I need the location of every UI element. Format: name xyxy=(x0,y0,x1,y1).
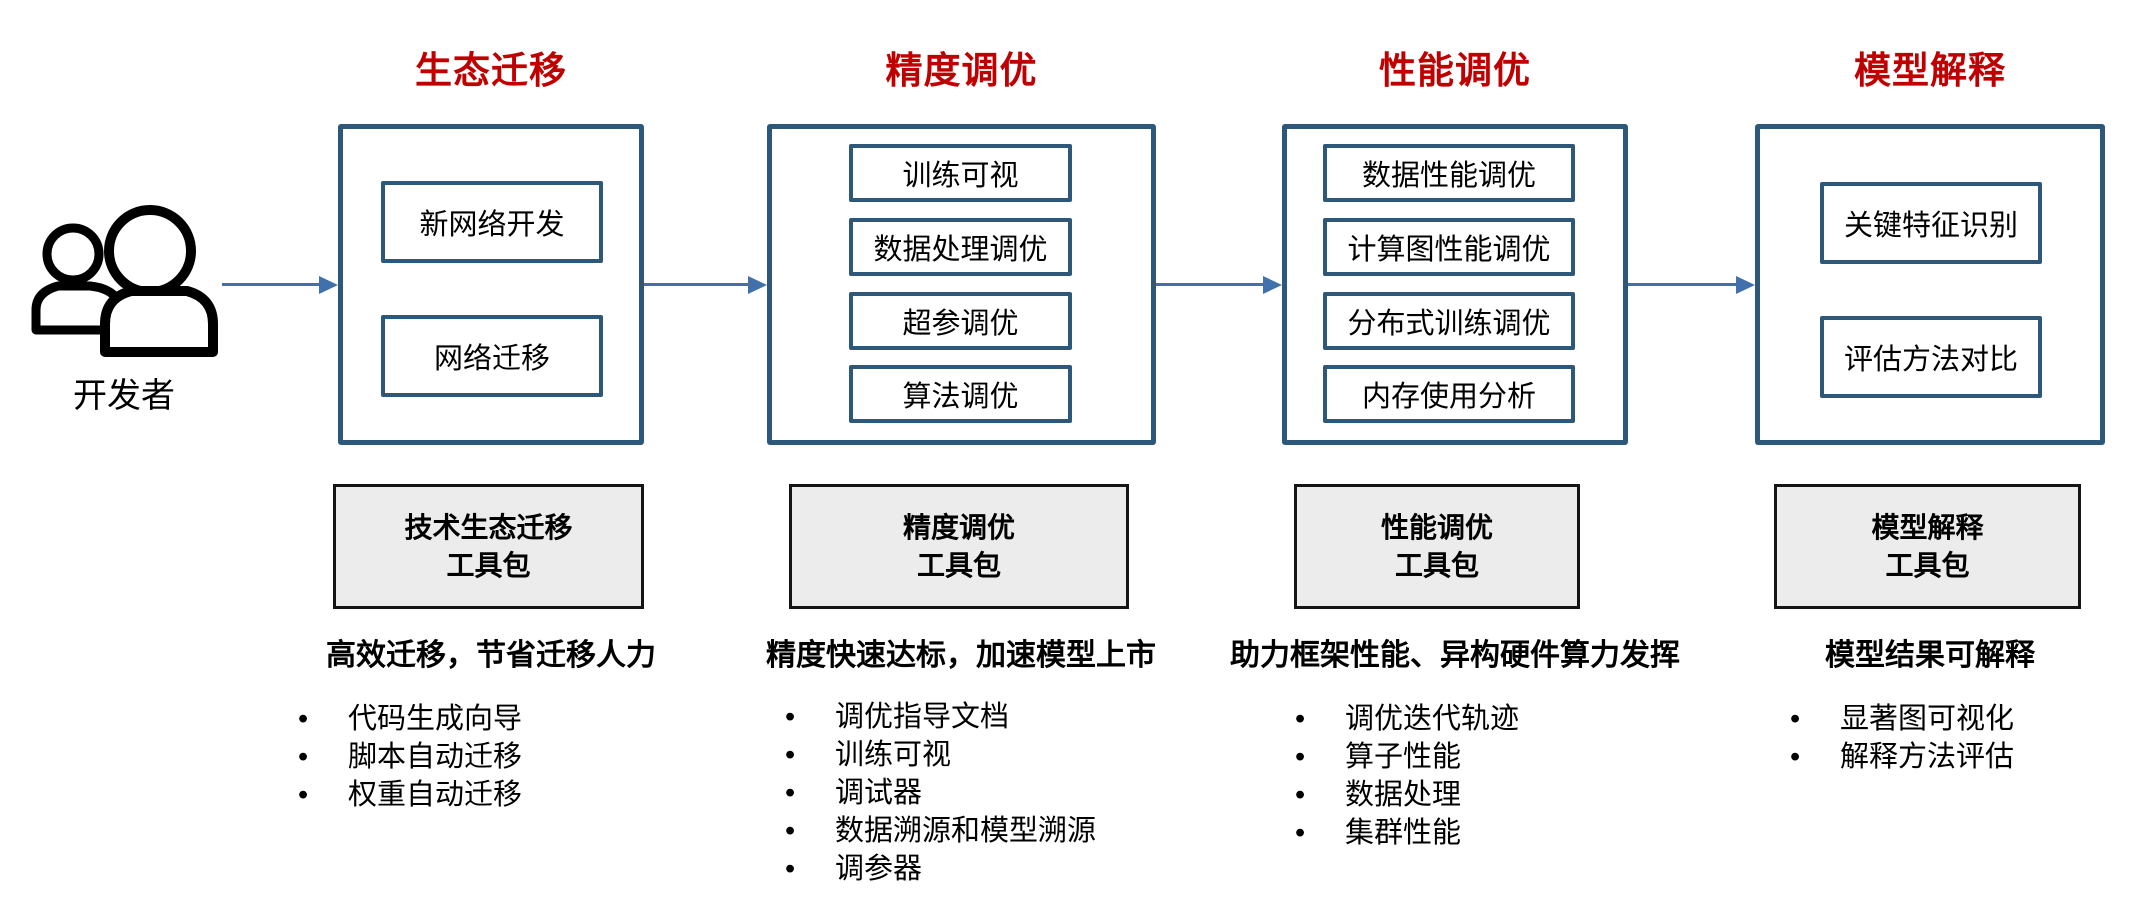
developers-icon xyxy=(31,205,218,357)
stage-tagline-accuracy-tuning: 精度快速达标，加速模型上市 xyxy=(766,639,1156,672)
toolkit-box-ecosystem-migration: 技术生态迁移 工具包 xyxy=(333,484,644,609)
stage-tagline-performance-tuning: 助力框架性能、异构硬件算力发挥 xyxy=(1230,639,1680,672)
feature-item: 训练可视 xyxy=(785,736,1096,774)
toolkit-label-line1: 精度调优 xyxy=(902,511,1015,543)
stage-box-performance-tuning: 数据性能调优 计算图性能调优 分布式训练调优 内存使用分析 xyxy=(1282,124,1628,445)
toolkit-label-line1: 性能调优 xyxy=(1380,511,1493,543)
sub-box-data-processing-tuning: 数据处理调优 xyxy=(849,218,1072,276)
stage-tagline-ecosystem-migration: 高效迁移，节省迁移人力 xyxy=(326,639,656,672)
stage-title-performance-tuning: 性能调优 xyxy=(1379,50,1531,91)
feature-list-performance-tuning: 调优迭代轨迹 算子性能 数据处理 集群性能 xyxy=(1295,700,1519,852)
stage-title-accuracy-tuning: 精度调优 xyxy=(885,50,1038,91)
arrow-shaft xyxy=(222,283,322,286)
sub-box-memory-usage-analysis: 内存使用分析 xyxy=(1323,365,1575,423)
stage-title-ecosystem-migration: 生态迁移 xyxy=(415,50,567,91)
feature-item: 调试器 xyxy=(785,774,1096,812)
sub-box-graph-performance-tuning: 计算图性能调优 xyxy=(1323,218,1575,276)
feature-item: 权重自动迁移 xyxy=(298,776,522,814)
toolkit-label-line2: 工具包 xyxy=(1394,549,1479,581)
stage-box-ecosystem-migration: 新网络开发 网络迁移 xyxy=(338,124,644,445)
flow-arrow-developer-to-stage1 xyxy=(222,276,338,294)
stage-box-accuracy-tuning: 训练可视 数据处理调优 超参调优 算法调优 xyxy=(767,124,1156,445)
toolkit-box-model-explanation: 模型解释 工具包 xyxy=(1774,484,2081,609)
feature-item: 数据处理 xyxy=(1295,776,1519,814)
flow-arrow-stage2-to-stage3 xyxy=(1156,276,1282,294)
sub-box-algorithm-tuning: 算法调优 xyxy=(849,365,1072,423)
toolkit-label-line2: 工具包 xyxy=(916,549,1001,581)
developers-label: 开发者 xyxy=(73,377,175,415)
sub-box-hyperparameter-tuning: 超参调优 xyxy=(849,292,1072,350)
sub-box-network-migration: 网络迁移 xyxy=(381,315,603,397)
feature-list-model-explanation: 显著图可视化 解释方法评估 xyxy=(1790,700,2014,776)
feature-list-accuracy-tuning: 调优指导文档 训练可视 调试器 数据溯源和模型溯源 调参器 xyxy=(785,698,1096,888)
toolkit-box-accuracy-tuning: 精度调优 工具包 xyxy=(789,484,1129,609)
feature-item: 脚本自动迁移 xyxy=(298,738,522,776)
arrow-shaft xyxy=(1628,283,1739,286)
sub-box-evaluation-method-comparison: 评估方法对比 xyxy=(1820,316,2042,398)
arrow-shaft xyxy=(644,283,751,286)
feature-item: 解释方法评估 xyxy=(1790,738,2014,776)
sub-box-new-network-dev: 新网络开发 xyxy=(381,181,603,263)
sub-box-key-feature-identification: 关键特征识别 xyxy=(1820,182,2042,264)
arrow-head-icon xyxy=(1736,276,1755,294)
feature-item: 调优迭代轨迹 xyxy=(1295,700,1519,738)
feature-item: 调优指导文档 xyxy=(785,698,1096,736)
feature-item: 数据溯源和模型溯源 xyxy=(785,812,1096,850)
toolkit-box-performance-tuning: 性能调优 工具包 xyxy=(1294,484,1580,609)
toolkit-label-line1: 技术生态迁移 xyxy=(404,511,573,543)
toolkit-label-line2: 工具包 xyxy=(1885,549,1970,581)
sub-box-training-visualization: 训练可视 xyxy=(849,144,1072,202)
toolkit-label-line1: 模型解释 xyxy=(1871,511,1984,543)
feature-item: 显著图可视化 xyxy=(1790,700,2014,738)
toolkit-label-line2: 工具包 xyxy=(446,549,531,581)
feature-item: 调参器 xyxy=(785,850,1096,888)
feature-list-ecosystem-migration: 代码生成向导 脚本自动迁移 权重自动迁移 xyxy=(298,700,522,814)
arrow-head-icon xyxy=(319,276,338,294)
arrow-head-icon xyxy=(748,276,767,294)
arrow-head-icon xyxy=(1263,276,1282,294)
stage-title-model-explanation: 模型解释 xyxy=(1854,50,2006,91)
stage-box-model-explanation: 关键特征识别 评估方法对比 xyxy=(1755,124,2105,445)
feature-item: 集群性能 xyxy=(1295,814,1519,852)
flow-arrow-stage3-to-stage4 xyxy=(1628,276,1755,294)
flow-arrow-stage1-to-stage2 xyxy=(644,276,767,294)
arrow-shaft xyxy=(1156,283,1266,286)
feature-item: 代码生成向导 xyxy=(298,700,522,738)
sub-box-data-performance-tuning: 数据性能调优 xyxy=(1323,144,1575,202)
feature-item: 算子性能 xyxy=(1295,738,1519,776)
stage-tagline-model-explanation: 模型结果可解释 xyxy=(1825,639,2035,672)
sub-box-distributed-training-tuning: 分布式训练调优 xyxy=(1323,292,1575,350)
